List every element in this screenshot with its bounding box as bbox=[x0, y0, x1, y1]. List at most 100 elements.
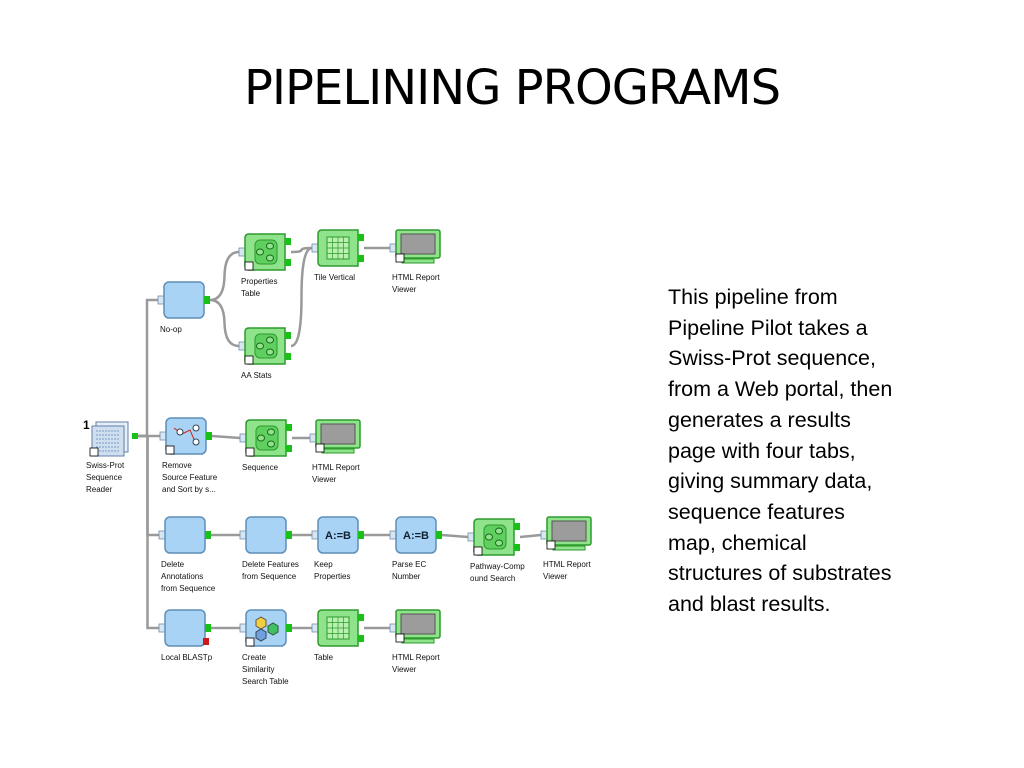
node-label: Viewer bbox=[392, 285, 417, 294]
shortcut-icon bbox=[89, 447, 99, 457]
description-text: This pipeline from Pipeline Pilot takes … bbox=[668, 282, 968, 620]
monitor-base bbox=[321, 448, 355, 454]
assign-label: A:=B bbox=[403, 530, 429, 542]
filter-dot bbox=[266, 242, 274, 250]
shortcut-icon bbox=[244, 261, 254, 271]
node-label: Reader bbox=[86, 485, 113, 494]
description-line: from a Web portal, then bbox=[668, 377, 893, 402]
output-port bbox=[204, 296, 210, 304]
sort-dot bbox=[192, 424, 200, 432]
output-port bbox=[358, 255, 364, 262]
pipeline-node-noop: No-op bbox=[157, 281, 210, 334]
pipeline-link bbox=[209, 298, 240, 348]
node-label: Source Feature bbox=[162, 473, 218, 482]
output-port bbox=[358, 531, 364, 539]
filter-dot bbox=[485, 533, 493, 541]
input-port bbox=[238, 247, 246, 257]
node-label: Pathway-Comp bbox=[470, 562, 525, 571]
node-label: Annotations bbox=[161, 572, 203, 581]
component-body bbox=[164, 609, 206, 647]
input-port bbox=[159, 431, 167, 441]
monitor-base bbox=[401, 258, 435, 264]
shortcut-icon bbox=[395, 253, 405, 263]
output-port bbox=[285, 238, 291, 245]
mol-icon bbox=[267, 622, 279, 636]
pipeline-link bbox=[290, 246, 313, 348]
mol-icon bbox=[255, 628, 267, 642]
filter-dot bbox=[266, 254, 274, 262]
output-port bbox=[358, 234, 364, 241]
node-label: Sequence bbox=[86, 473, 123, 482]
description-line: page with four tabs, bbox=[668, 438, 856, 463]
output-port bbox=[285, 259, 291, 266]
shortcut-icon bbox=[546, 540, 556, 550]
component-body bbox=[245, 516, 287, 554]
pipeline-node-blastp: Local BLASTp bbox=[158, 609, 213, 662]
pipeline-nodes: Swiss-ProtSequenceReaderNo-opPropertiesT… bbox=[86, 229, 592, 686]
output-port bbox=[514, 544, 520, 551]
start-badge: 1 bbox=[83, 418, 90, 432]
description-line: sequence features bbox=[668, 499, 845, 524]
filter-dot bbox=[256, 248, 264, 256]
monitor-screen bbox=[320, 423, 356, 445]
pipeline-node-aastats: AA Stats bbox=[238, 327, 291, 380]
monitor-base bbox=[401, 638, 435, 644]
input-port bbox=[389, 623, 397, 633]
error-port bbox=[203, 638, 209, 645]
input-port bbox=[467, 532, 475, 542]
monitor-screen bbox=[400, 233, 436, 255]
description-line: and blast results. bbox=[668, 592, 831, 617]
node-label: Tile Vertical bbox=[314, 273, 355, 282]
output-port bbox=[358, 635, 364, 642]
output-port bbox=[285, 353, 291, 360]
pipeline-link bbox=[441, 533, 469, 539]
node-label: Sequence bbox=[242, 463, 279, 472]
filter-dot bbox=[257, 434, 265, 442]
input-port bbox=[311, 623, 319, 633]
description-line: giving summary data, bbox=[668, 469, 873, 494]
output-port bbox=[206, 432, 212, 440]
pipeline-link bbox=[136, 434, 159, 630]
input-port bbox=[157, 295, 165, 305]
shortcut-icon bbox=[395, 633, 405, 643]
pipeline-node-table: Table bbox=[311, 609, 364, 662]
output-port bbox=[514, 523, 520, 530]
node-label: Viewer bbox=[543, 572, 568, 581]
output-port bbox=[436, 531, 442, 539]
pipeline-node-sequence: Sequence bbox=[239, 419, 292, 472]
input-port bbox=[239, 623, 247, 633]
output-port bbox=[358, 614, 364, 621]
filter-dot bbox=[266, 348, 274, 356]
node-label: HTML Report bbox=[392, 273, 440, 282]
node-label: Search Table bbox=[242, 677, 289, 686]
input-port bbox=[540, 530, 548, 540]
filter-dot bbox=[267, 440, 275, 448]
input-port bbox=[389, 530, 397, 540]
assign-label: A:=B bbox=[325, 530, 351, 542]
input-port bbox=[239, 530, 247, 540]
sort-dot bbox=[176, 428, 184, 436]
shortcut-icon bbox=[245, 637, 255, 647]
node-label: Keep bbox=[314, 560, 333, 569]
pipeline-link bbox=[290, 246, 313, 254]
monitor-screen bbox=[400, 613, 436, 635]
node-label: AA Stats bbox=[241, 371, 272, 380]
shortcut-icon bbox=[244, 355, 254, 365]
monitor-screen bbox=[551, 520, 587, 542]
node-label: Local BLASTp bbox=[161, 653, 213, 662]
input-port bbox=[389, 243, 397, 253]
description-line: This pipeline from bbox=[668, 285, 838, 309]
description-line: structures of substrates bbox=[668, 561, 892, 586]
filter-dot bbox=[256, 342, 264, 350]
node-label: Viewer bbox=[392, 665, 417, 674]
description-line: generates a results bbox=[668, 407, 851, 432]
node-label: Delete Features bbox=[242, 560, 299, 569]
